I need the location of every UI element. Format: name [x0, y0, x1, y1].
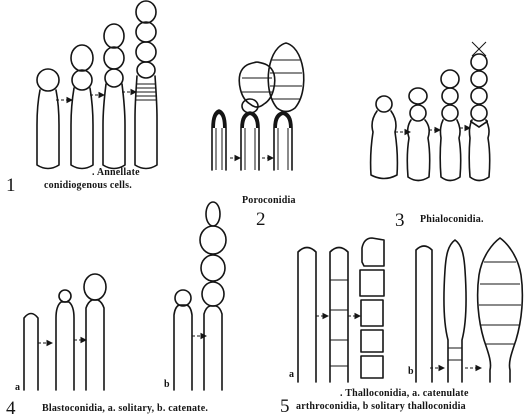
thallic-cell-b2	[444, 240, 466, 382]
thallic-hypha-a1	[298, 248, 316, 383]
poroconidium-large	[268, 43, 303, 112]
panel-2-poroconidia	[212, 43, 304, 170]
phialide-stage-1	[371, 96, 398, 179]
arthroconidia-chain	[360, 238, 384, 378]
panel-5-caption-line1: . Thalloconidia, a. catenulate	[340, 389, 469, 399]
porogenous-cell-1	[212, 110, 226, 170]
blastic-cell-b1	[174, 290, 192, 390]
panel-5-number: 5	[280, 397, 290, 416]
phialide-stage-3	[440, 70, 460, 181]
panel-5-label-a: a	[289, 370, 294, 380]
blastic-cell-b2	[200, 202, 226, 390]
panel-4-blastoconidia	[24, 202, 226, 390]
panel-1-caption-line1: . Annellate	[92, 168, 140, 178]
phialide-stage-2	[407, 88, 429, 181]
thallic-hypha-b1	[416, 246, 432, 382]
blastic-cell-a2	[56, 290, 74, 390]
panel-4-caption: Blastoconidia, a. solitary, b. catenate.	[42, 404, 208, 414]
panel-4-number: 4	[6, 399, 16, 418]
thallic-hypha-a2	[330, 248, 348, 383]
panel-2-number: 2	[256, 210, 266, 229]
annellide-stage-4	[135, 1, 157, 169]
panel-5-thalloconidia	[298, 238, 522, 382]
panel-3-number: 3	[395, 211, 405, 230]
panel-1-caption-line2: conidiogenous cells.	[44, 181, 132, 191]
panel-3-phialides	[371, 42, 490, 181]
annellide-stage-3	[103, 24, 125, 169]
panel-1-number: 1	[6, 176, 16, 195]
phialide-stage-4	[469, 42, 489, 181]
panel-3-caption: Phialoconidia.	[420, 215, 484, 225]
annellide-stage-1	[37, 69, 59, 169]
annellide-stage-2	[71, 45, 93, 169]
panel-5-label-b: b	[408, 367, 414, 377]
solitary-thalloconidium	[478, 238, 523, 382]
porogenous-cell-2	[241, 99, 259, 170]
blastic-cell-a3	[84, 274, 106, 390]
panel-2-caption: Poroconidia	[242, 196, 296, 206]
panel-4-label-a: a	[15, 383, 20, 393]
panel-4-label-b: b	[164, 380, 170, 390]
blastic-cell-a1	[24, 314, 38, 391]
panel-1-annellides	[37, 1, 157, 169]
panel-5-caption-line2: arthroconidia, b solitary thalloconidia	[296, 402, 466, 412]
